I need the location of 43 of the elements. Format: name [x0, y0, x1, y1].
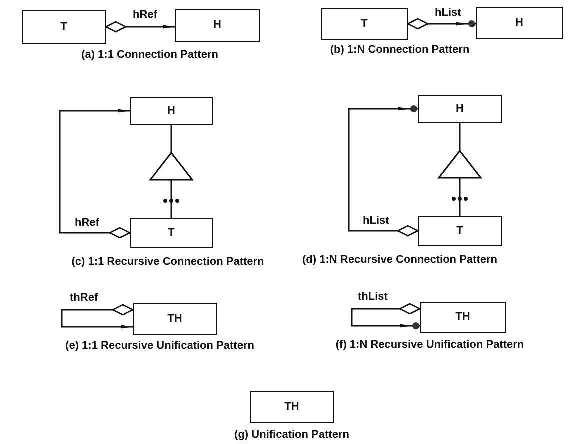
figure-caption: (b) 1:N Connection Pattern: [330, 45, 470, 56]
class-box: [130, 218, 213, 248]
figure-caption: (a) 1:1 Connection Pattern: [82, 50, 218, 61]
class-box: [321, 8, 408, 40]
class-name: TH: [168, 312, 182, 327]
association-arrow: [61, 304, 134, 329]
inheritance-arrow: [437, 123, 483, 216]
edge-label: thList: [358, 292, 388, 303]
class-name: H: [516, 16, 524, 31]
inheritance-arrow: [148, 125, 194, 218]
class-box: [130, 97, 213, 125]
class-box: [476, 7, 563, 39]
edge-label: hRef: [133, 10, 158, 21]
class-name: T: [168, 226, 175, 241]
class-name: H: [168, 104, 176, 119]
class-box: [175, 9, 260, 42]
figure-caption: (d) 1:N Recursive Connection Pattern: [302, 255, 498, 266]
association-arrow: [351, 303, 421, 330]
association-arrow: [348, 106, 419, 237]
class-name: H: [456, 102, 464, 117]
class-box: [418, 95, 502, 123]
class-box: [418, 216, 502, 246]
class-box: [250, 391, 334, 423]
class-name: TH: [456, 310, 470, 326]
class-name: TH: [284, 400, 300, 415]
class-name: T: [60, 20, 68, 35]
class-name: T: [361, 16, 368, 32]
edge-label: hList: [363, 216, 390, 227]
association-arrow: [59, 109, 131, 239]
figure-caption: (c) 1:1 Recursive Connection Pattern: [72, 257, 264, 268]
figure-caption: (e) 1:1 Recursive Unification Pattern: [66, 341, 254, 352]
class-name: T: [456, 224, 464, 239]
edge-label: hRef: [75, 218, 100, 229]
class-box: [420, 302, 506, 333]
figure-caption: (g) Unification Pattern: [234, 430, 350, 441]
figure-caption: (f) 1:N Recursive Unification Pattern: [336, 340, 524, 351]
class-box: [22, 10, 106, 44]
association-arrow: [105, 21, 175, 33]
edge-label: thRef: [70, 293, 98, 304]
edge-label: hList: [435, 8, 462, 19]
association-arrow: [407, 18, 476, 30]
class-name: H: [214, 18, 222, 34]
class-box: [133, 303, 217, 335]
